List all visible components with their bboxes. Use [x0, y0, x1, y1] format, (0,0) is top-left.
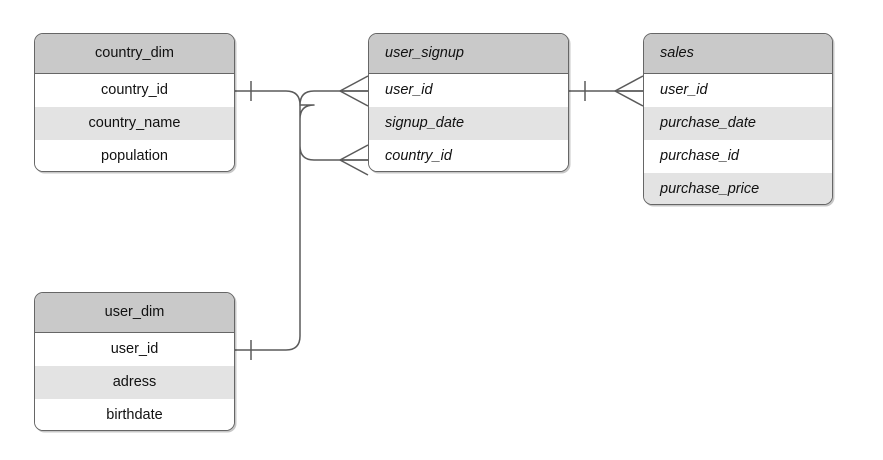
entity-user-signup[interactable]: user_signup user_id signup_date country_… [368, 33, 569, 172]
entity-title-user-dim: user_dim [35, 293, 234, 333]
edge-country-dim-to-user-signup [235, 90, 368, 106]
attribute-row-population[interactable]: population [35, 140, 234, 171]
cardinality-many-sales [614, 75, 644, 107]
edge-user-dim-to-user-signup [235, 104, 368, 351]
attribute-row-signup-date[interactable]: signup_date [369, 107, 568, 140]
entity-sales[interactable]: sales user_id purchase_date purchase_id … [643, 33, 833, 205]
attribute-row-purchase-price[interactable]: purchase_price [644, 173, 832, 204]
attribute-row-purchase-date[interactable]: purchase_date [644, 107, 832, 140]
cardinality-many-user-signup-bottom [339, 144, 369, 176]
entity-user-dim[interactable]: user_dim user_id adress birthdate [34, 292, 235, 431]
attribute-row-birthdate[interactable]: birthdate [35, 399, 234, 430]
attribute-row-sales-user-id[interactable]: user_id [644, 74, 832, 107]
entity-title-country-dim: country_dim [35, 34, 234, 74]
attribute-row-country-name[interactable]: country_name [35, 107, 234, 140]
attribute-row-adress[interactable]: adress [35, 366, 234, 399]
attribute-row-purchase-id[interactable]: purchase_id [644, 140, 832, 173]
entity-title-sales: sales [644, 34, 832, 74]
attribute-row-country-id-signup[interactable]: country_id [369, 140, 568, 171]
attribute-row-country-id[interactable]: country_id [35, 74, 234, 107]
attribute-row-user-dim-user-id[interactable]: user_id [35, 333, 234, 366]
cardinality-many-user-signup-top [339, 75, 369, 107]
entity-country-dim[interactable]: country_dim country_id country_name popu… [34, 33, 235, 172]
entity-title-user-signup: user_signup [369, 34, 568, 74]
attribute-row-user-id[interactable]: user_id [369, 74, 568, 107]
